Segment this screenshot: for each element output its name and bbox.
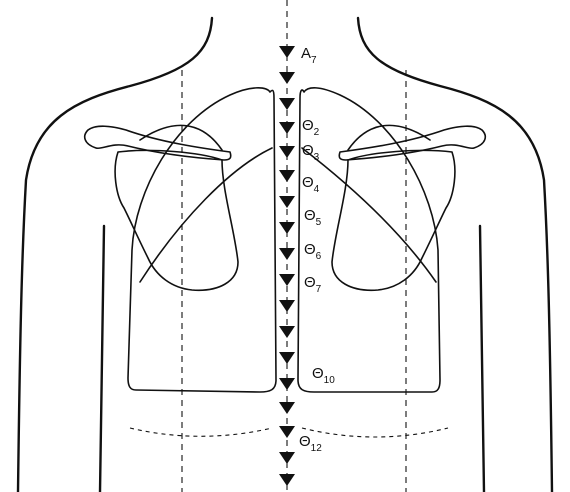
spinal-arrow [279, 426, 295, 438]
label-t5: Θ5 [304, 207, 322, 228]
spinal-arrow [279, 222, 295, 234]
spinal-arrow [279, 248, 295, 260]
right-arm-line [480, 226, 484, 492]
spinal-arrow [279, 146, 295, 158]
label-t6: Θ6 [304, 241, 322, 262]
spinal-arrow [279, 274, 295, 286]
right-oblique-fissure [302, 148, 436, 282]
label-t4: Θ4 [302, 174, 320, 195]
right-lower-rib-arc [302, 428, 448, 437]
label-t2: Θ2 [302, 117, 320, 138]
spinal-arrow [279, 352, 295, 364]
spinal-arrow [279, 72, 295, 84]
right-scapula-outline [332, 150, 455, 290]
right-clavicle-outline [339, 126, 485, 160]
left-oblique-fissure [140, 148, 272, 282]
spinal-arrow [279, 452, 295, 464]
left-scapula-outline [115, 150, 238, 290]
spinal-arrow [279, 326, 295, 338]
left-clavicle-outline [85, 126, 231, 160]
spinal-arrow [279, 98, 295, 110]
spinal-arrow [279, 170, 295, 182]
spinal-arrow [279, 122, 295, 134]
right-neck-shoulder-outline [358, 18, 552, 492]
label-t3: Θ3 [302, 142, 320, 163]
label-t7: Θ7 [304, 274, 322, 295]
left-neck-shoulder-outline [18, 18, 212, 492]
label-a7: A7 [301, 45, 317, 66]
label-t10: Θ10 [312, 365, 335, 386]
spinal-arrow [279, 300, 295, 312]
left-arm-line [100, 226, 104, 492]
spinal-arrow [279, 378, 295, 390]
label-t12: Θ12 [299, 433, 322, 454]
left-lower-rib-arc [130, 428, 272, 436]
spinal-arrow [279, 474, 295, 486]
spinal-arrow [279, 402, 295, 414]
spinal-arrow [279, 196, 295, 208]
spinal-arrow [279, 46, 295, 58]
